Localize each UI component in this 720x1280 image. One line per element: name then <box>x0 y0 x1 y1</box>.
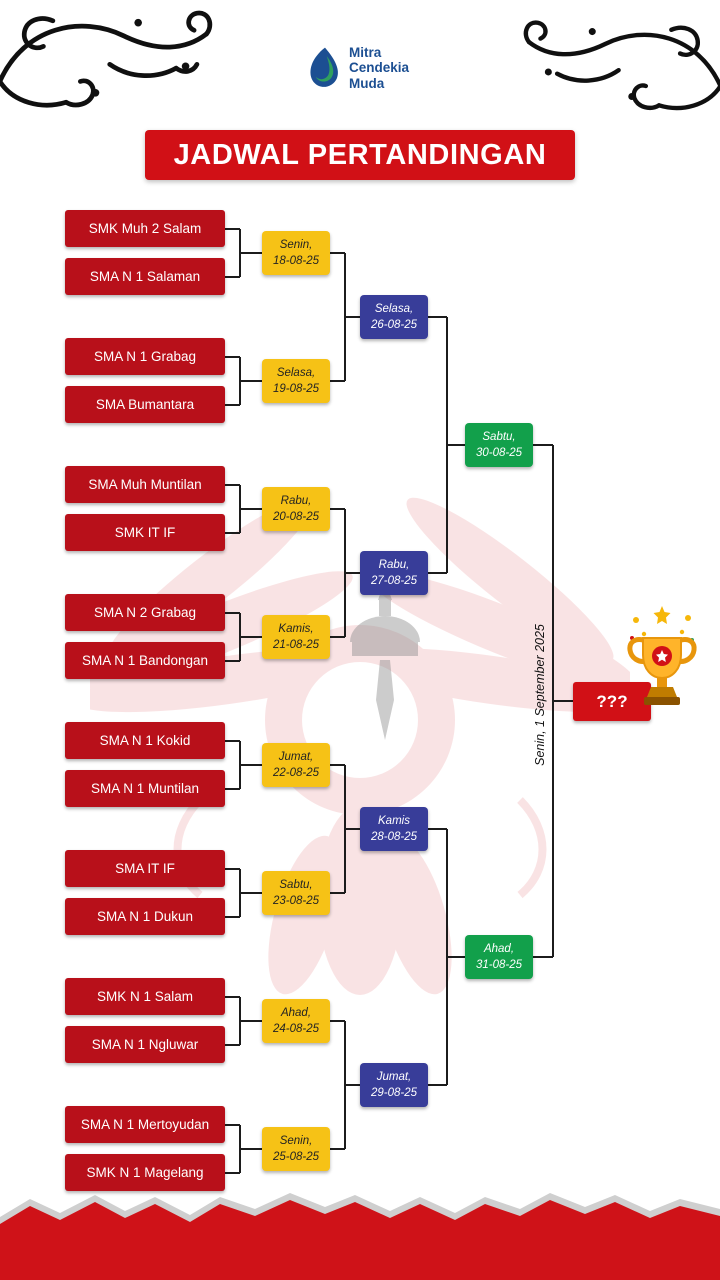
team-box: SMA IT IF <box>65 850 225 887</box>
logo-line: Muda <box>349 75 385 91</box>
team-box: SMA N 1 Kokid <box>65 722 225 759</box>
team-box: SMA N 1 Bandongan <box>65 642 225 679</box>
team-box: SMK IT IF <box>65 514 225 551</box>
monument-watermark <box>350 580 420 740</box>
match-date: 25-08-25 <box>272 1151 320 1163</box>
final-date-label: Senin, 1 September 2025 <box>533 624 547 766</box>
match-day: Ahad, <box>280 1006 312 1019</box>
match-day: Rabu, <box>280 494 312 507</box>
logo-line: Mitra <box>349 45 382 61</box>
match-date-box: Jumat, 29-08-25 <box>360 1063 428 1107</box>
match-date: 26-08-25 <box>370 319 418 331</box>
match-date-box: Selasa, 19-08-25 <box>262 359 330 403</box>
match-date: 30-08-25 <box>475 447 523 459</box>
match-day: Senin, <box>279 1134 313 1147</box>
corner-flourish-left-icon <box>0 10 213 108</box>
title-banner: JADWAL PERTANDINGAN <box>145 130 575 180</box>
match-day: Kamis, <box>278 622 314 635</box>
match-date: 31-08-25 <box>475 959 523 971</box>
match-date: 18-08-25 <box>272 255 320 267</box>
team-box: SMA N 1 Muntilan <box>65 770 225 807</box>
match-date-box: Kamis 28-08-25 <box>360 807 428 851</box>
team-box: SMA N 1 Grabag <box>65 338 225 375</box>
team-box: SMA N 1 Dukun <box>65 898 225 935</box>
match-date-box: Rabu, 20-08-25 <box>262 487 330 531</box>
match-date: 19-08-25 <box>272 383 320 395</box>
match-date-box: Jumat, 22-08-25 <box>262 743 330 787</box>
match-day: Selasa, <box>276 366 316 379</box>
team-box: SMA N 2 Grabag <box>65 594 225 631</box>
team-box: SMK N 1 Magelang <box>65 1154 225 1191</box>
team-box: SMK N 1 Salam <box>65 978 225 1015</box>
match-date-box: Sabtu, 30-08-25 <box>465 423 533 467</box>
team-box: SMA N 1 Ngluwar <box>65 1026 225 1063</box>
champion-box: ??? <box>573 682 651 721</box>
match-date-box: Rabu, 27-08-25 <box>360 551 428 595</box>
team-box: SMK Muh 2 Salam <box>65 210 225 247</box>
match-day: Sabtu, <box>482 430 516 443</box>
match-date: 24-08-25 <box>272 1023 320 1035</box>
team-box: SMA Bumantara <box>65 386 225 423</box>
match-date: 20-08-25 <box>272 511 320 523</box>
logo-text: Mitra Cendekia Muda <box>349 45 409 90</box>
match-date: 27-08-25 <box>370 575 418 587</box>
team-box: SMA N 1 Mertoyudan <box>65 1106 225 1143</box>
match-day: Jumat, <box>376 1070 412 1083</box>
logo-drop-icon <box>310 47 338 87</box>
match-day: Sabtu, <box>279 878 313 891</box>
match-date-box: Ahad, 31-08-25 <box>465 935 533 979</box>
match-date: 29-08-25 <box>370 1087 418 1099</box>
logo-line: Cendekia <box>349 60 410 76</box>
match-day: Selasa, <box>374 302 414 315</box>
match-date-box: Selasa, 26-08-25 <box>360 295 428 339</box>
page-title: JADWAL PERTANDINGAN <box>173 138 547 171</box>
team-box: SMA N 1 Salaman <box>65 258 225 295</box>
match-date-box: Kamis, 21-08-25 <box>262 615 330 659</box>
match-day: Rabu, <box>378 558 410 571</box>
match-date-box: Ahad, 24-08-25 <box>262 999 330 1043</box>
match-date-box: Senin, 25-08-25 <box>262 1127 330 1171</box>
logo: Mitra Cendekia Muda <box>308 44 409 92</box>
match-date-box: Sabtu, 23-08-25 <box>262 871 330 915</box>
match-day: Ahad, <box>483 942 515 955</box>
match-day: Kamis <box>378 814 410 827</box>
match-date: 21-08-25 <box>272 639 320 651</box>
match-date: 23-08-25 <box>272 895 320 907</box>
corner-flourish-right-icon <box>523 20 720 111</box>
match-date-box: Senin, 18-08-25 <box>262 231 330 275</box>
match-day: Senin, <box>279 238 313 251</box>
match-date: 28-08-25 <box>370 831 418 843</box>
match-date: 22-08-25 <box>272 767 320 779</box>
match-day: Jumat, <box>278 750 314 763</box>
team-box: SMA Muh Muntilan <box>65 466 225 503</box>
